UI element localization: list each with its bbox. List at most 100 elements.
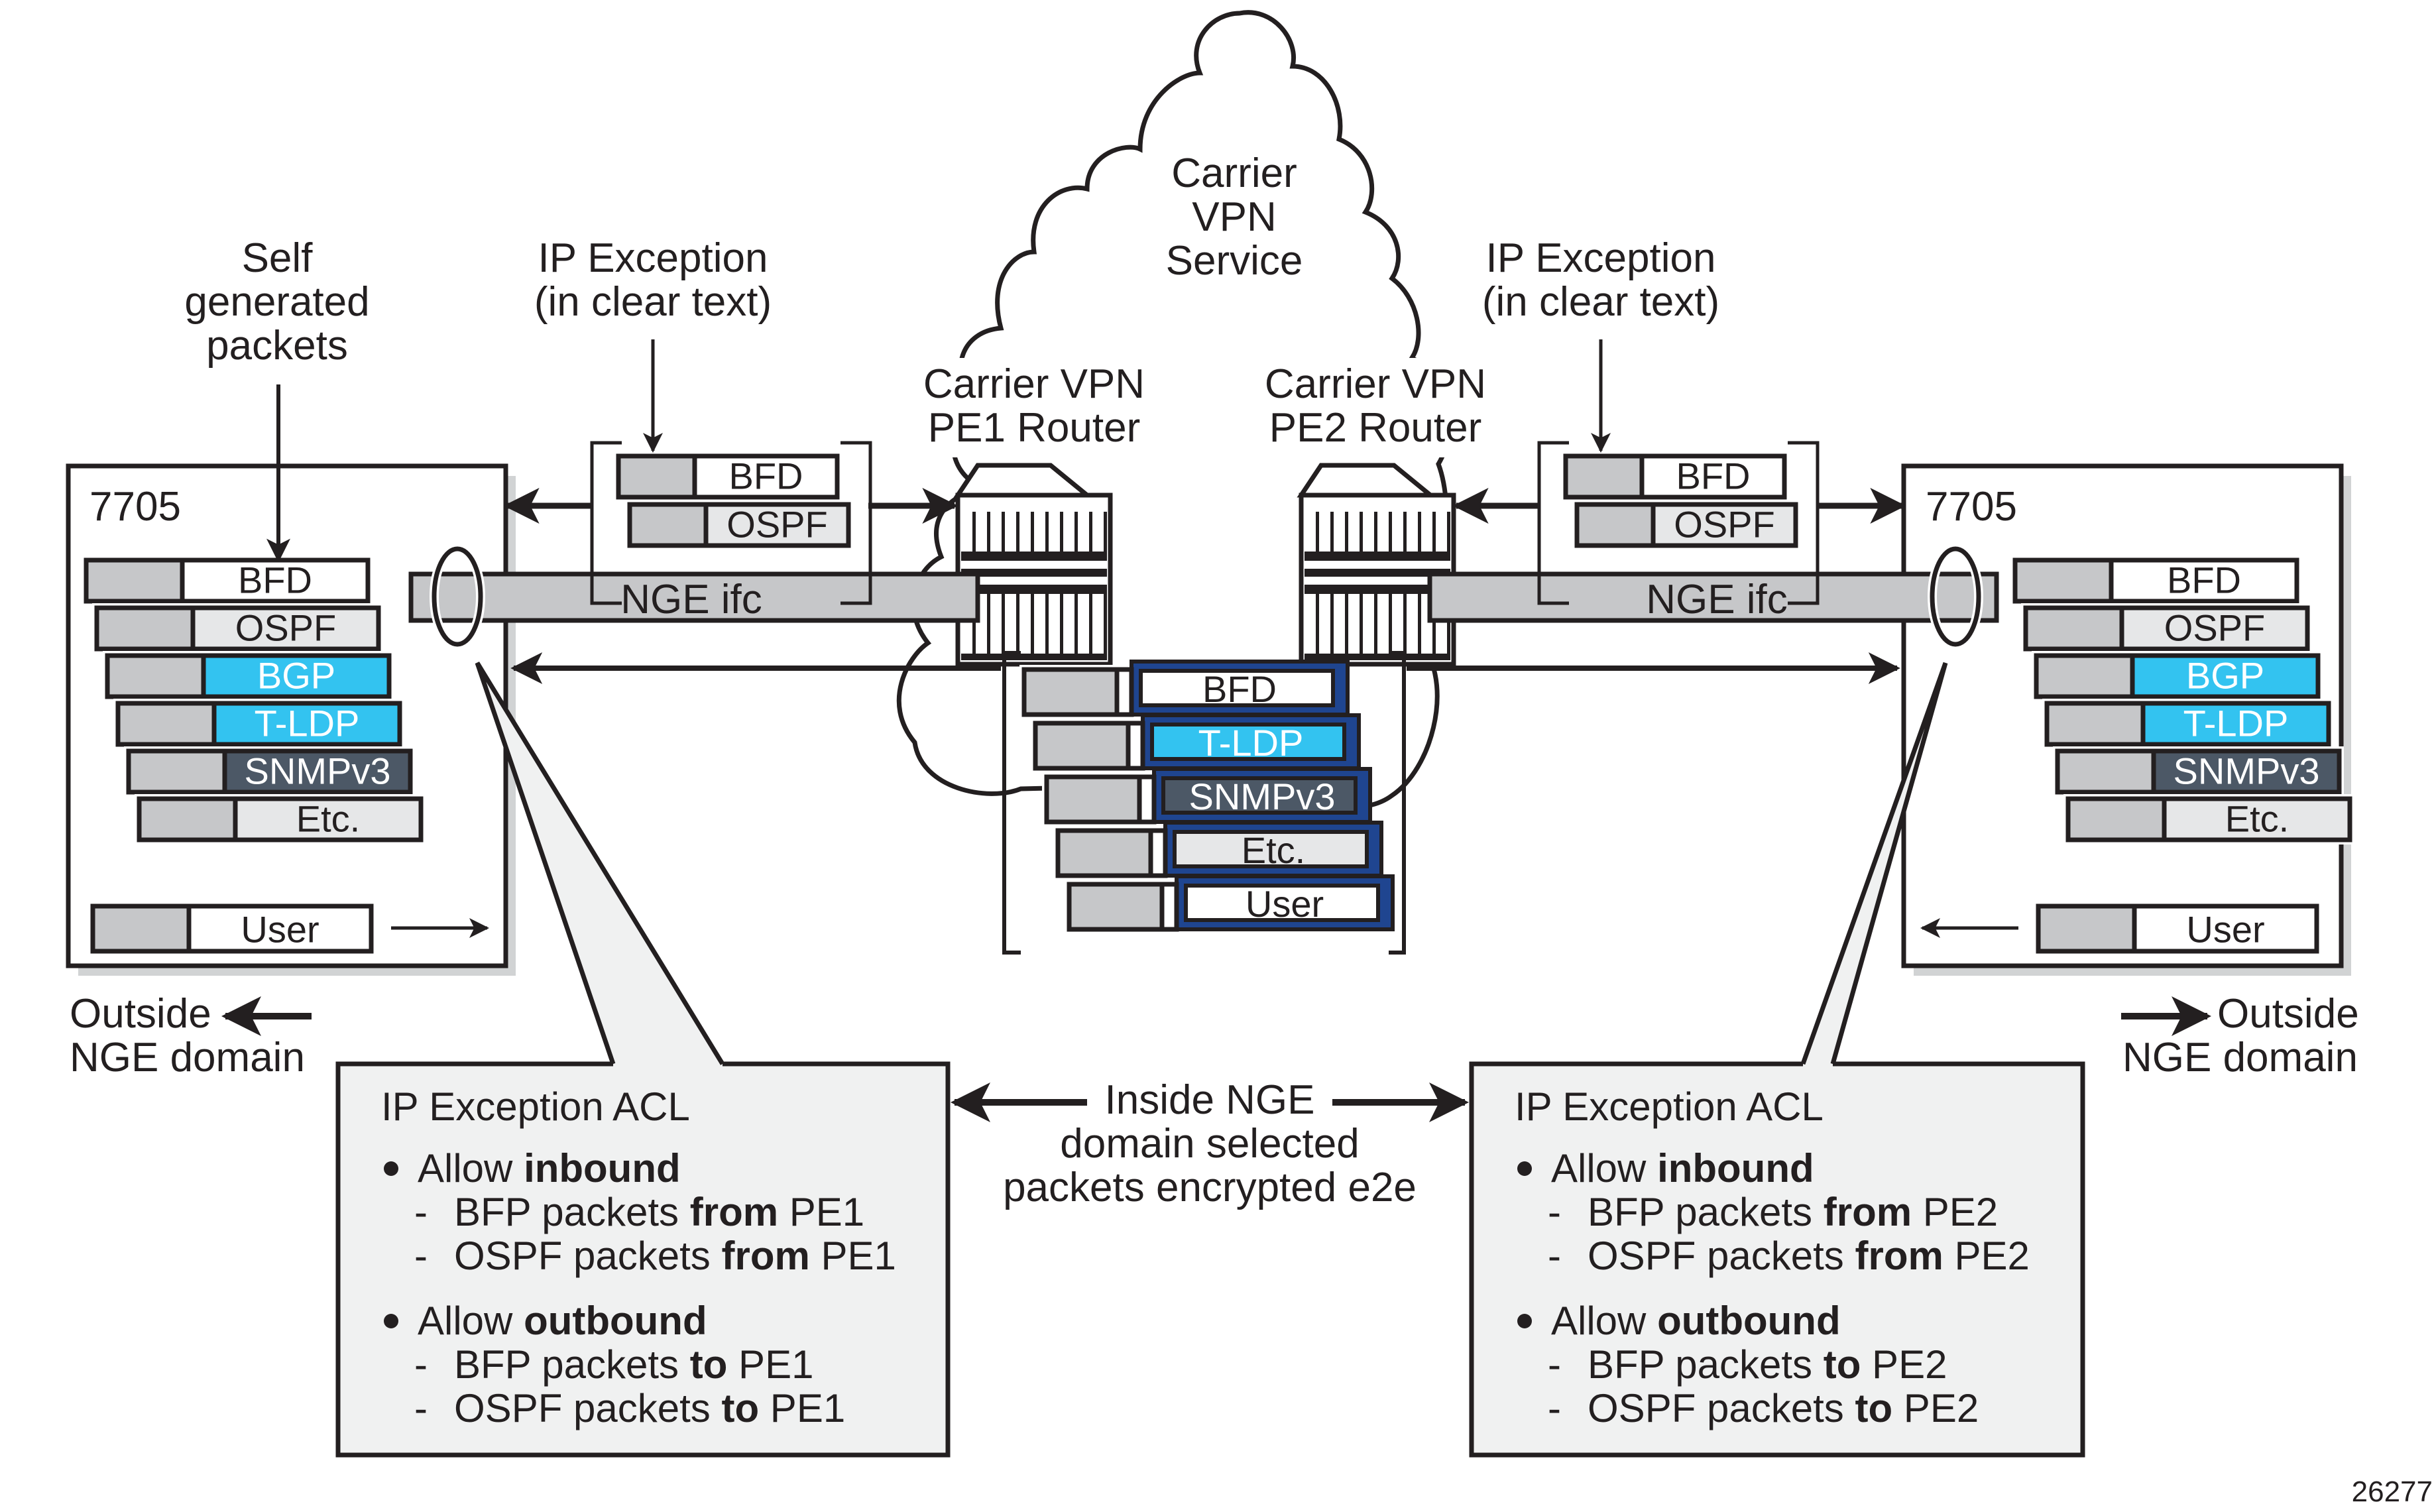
right-exception-packets: BFD OSPF: [1537, 441, 1820, 605]
packet-etc-: Etc.: [2063, 794, 2354, 844]
self-generated-line-1: Self: [242, 235, 314, 281]
packet-snmpv3: SNMPv3: [124, 746, 415, 797]
packet-bgp: BGP: [103, 651, 394, 701]
right-outside-line-2: NGE domain: [2122, 1035, 2358, 1080]
acl-rule-item: -: [414, 1234, 428, 1278]
pe1-router-icon: [953, 463, 1113, 667]
pe1-label-line-1: Carrier VPN: [923, 361, 1145, 407]
bullet-icon: [1517, 1161, 1532, 1176]
packet-header: [118, 703, 214, 744]
packet-header: [2026, 608, 2122, 649]
packet-header: [1566, 456, 1642, 497]
packet-user: User: [88, 901, 376, 956]
packet-bfd: BFD: [1561, 451, 1789, 502]
acl-rule-item-text: OSPF packets from PE1: [454, 1234, 896, 1278]
acl-title: IP Exception ACL: [1515, 1084, 1824, 1129]
acl-rule: Allow inbound: [1551, 1146, 1814, 1191]
packet-etc-: Etc.: [135, 794, 426, 844]
packet-label: BGP: [257, 655, 335, 697]
packet-ospf: OSPF: [1572, 500, 1800, 550]
acl-rule: Allow outbound: [418, 1299, 707, 1343]
packet-header: [93, 906, 189, 951]
bullet-icon: [384, 1314, 398, 1328]
packet-label: Etc.: [296, 798, 360, 840]
right-ip-exception-line-2: (in clear text): [1482, 279, 1719, 325]
inside-line-2: domain selected: [1060, 1121, 1360, 1167]
pe2-router-icon: [1297, 463, 1456, 667]
cloud-label-line-3: Service: [1166, 238, 1303, 284]
left-ifc-ring-icon: [432, 546, 483, 647]
left-ip-exception-line-2: (in clear text): [534, 279, 772, 325]
packet-header: [86, 560, 182, 601]
acl-rule-item: -: [1548, 1386, 1561, 1430]
packet-bfd: BFD: [1019, 660, 1350, 719]
packet-bfd: BFD: [2010, 555, 2301, 606]
packet-user: User: [2034, 901, 2321, 956]
packet-header: [1024, 669, 1117, 715]
packet-snmpv3: SNMPv3: [1042, 767, 1372, 827]
acl-rule-item-text: BFP packets to PE2: [1588, 1342, 1947, 1387]
packet-header: [2047, 703, 2143, 744]
left-ip-exception-line-1: IP Exception: [538, 235, 768, 281]
acl-rule-item: -: [1548, 1234, 1561, 1278]
packet-label: BFD: [1676, 455, 1751, 497]
packet-user: User: [1065, 874, 1395, 934]
left-node-label: 7705: [89, 484, 181, 530]
pe2-label-line-1: Carrier VPN: [1265, 361, 1486, 407]
packet-header: [139, 799, 235, 840]
inside-line-1: Inside NGE: [1104, 1077, 1314, 1123]
packet-bgp: BGP: [2032, 651, 2323, 701]
packet-bfd: BFD: [614, 451, 842, 502]
packet-label: OSPF: [235, 607, 336, 649]
acl-rule-item: -: [1548, 1190, 1561, 1234]
packet-header: [2068, 799, 2164, 840]
packet-header: [129, 751, 225, 792]
packet-header: [97, 608, 193, 649]
self-generated-line-3: packets: [206, 323, 348, 369]
packet-label: BFD: [729, 455, 803, 497]
bullet-icon: [384, 1161, 398, 1176]
acl-rule-item: -: [414, 1190, 428, 1234]
packet-label: SNMPv3: [245, 750, 391, 792]
inside-line-3: packets encrypted e2e: [1003, 1165, 1417, 1210]
packet-header: [107, 656, 203, 697]
packet-label: SNMPv3: [2174, 750, 2320, 792]
packet-header: [1047, 777, 1139, 822]
packet-t-ldp: T-LDP: [2042, 699, 2333, 749]
acl-rule: Allow inbound: [418, 1146, 681, 1191]
cloud-label-line-1: Carrier: [1171, 150, 1297, 196]
acl-rule-item-text: BFP packets to PE1: [454, 1342, 813, 1387]
packet-header: [1035, 723, 1128, 768]
packet-label: BFD: [1202, 668, 1277, 710]
packet-etc-: Etc.: [1053, 821, 1383, 880]
left-outside-line-2: NGE domain: [70, 1035, 305, 1080]
packet-t-ldp: T-LDP: [1031, 713, 1361, 773]
packet-header: [618, 456, 695, 497]
right-ip-exception-line-1: IP Exception: [1486, 235, 1716, 281]
packet-header: [2038, 906, 2134, 951]
acl-rule-item: -: [414, 1342, 428, 1387]
packet-label: T-LDP: [1198, 722, 1304, 764]
acl-rule-item-text: OSPF packets from PE2: [1588, 1234, 2030, 1278]
packet-label: OSPF: [726, 504, 827, 546]
packet-label: User: [1246, 883, 1324, 925]
acl-rule-item-text: OSPF packets to PE1: [454, 1386, 845, 1430]
packet-label: BFD: [238, 559, 312, 601]
packet-header: [1069, 884, 1162, 929]
left-exception-packets: BFD OSPF: [590, 441, 872, 605]
packet-header: [1577, 504, 1653, 546]
packet-label: OSPF: [1674, 504, 1774, 546]
acl-title: IP Exception ACL: [381, 1084, 690, 1129]
packet-label: BFD: [2167, 559, 2241, 601]
packet-t-ldp: T-LDP: [113, 699, 404, 749]
packet-ospf: OSPF: [625, 500, 853, 550]
